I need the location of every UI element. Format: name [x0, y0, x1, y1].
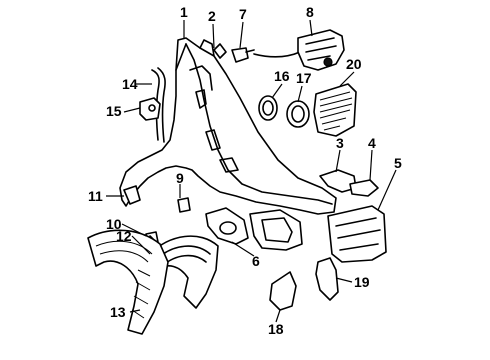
wheel-house-liner-13: [87, 229, 169, 335]
pad-9: [177, 197, 191, 213]
callout-7: 7: [239, 6, 247, 22]
hinge-7: [231, 47, 255, 63]
apron-5: [327, 205, 387, 263]
fuel-lid-20: [313, 83, 357, 137]
mud-guard-18: [269, 271, 297, 311]
mud-guard-19: [315, 257, 339, 301]
callout-13: 13: [110, 304, 126, 320]
seal-17: [286, 100, 310, 128]
callout-16: 16: [274, 68, 290, 84]
callout-2: 2: [208, 8, 216, 24]
callout-12: 12: [116, 228, 132, 244]
callout-11: 11: [88, 188, 103, 204]
callout-3: 3: [336, 135, 344, 151]
inner-shield-6: [205, 207, 249, 245]
bracket-4: [349, 179, 379, 197]
callout-5: 5: [394, 155, 402, 171]
callout-20: 20: [346, 56, 362, 72]
bracket-15: [139, 97, 161, 121]
leader-lines: [106, 19, 397, 323]
lid-opener-8: [253, 29, 345, 71]
callout-19: 19: [354, 274, 370, 290]
clip-2: [213, 43, 227, 59]
trim-strip: [151, 69, 160, 141]
callout-18: 18: [268, 321, 284, 337]
callout-9: 9: [176, 170, 184, 186]
callout-14: 14: [122, 76, 138, 92]
grommet-16: [258, 95, 278, 121]
callout-1: 1: [180, 4, 188, 20]
callout-4: 4: [368, 135, 376, 151]
callout-6: 6: [252, 253, 260, 269]
fender-panel: [119, 37, 337, 215]
fender-liner-frame: [249, 209, 303, 251]
callout-10: 10: [106, 216, 122, 232]
bracket-11: [123, 185, 141, 205]
callout-17: 17: [296, 70, 312, 86]
callout-15: 15: [106, 103, 122, 119]
callout-8: 8: [306, 4, 314, 20]
